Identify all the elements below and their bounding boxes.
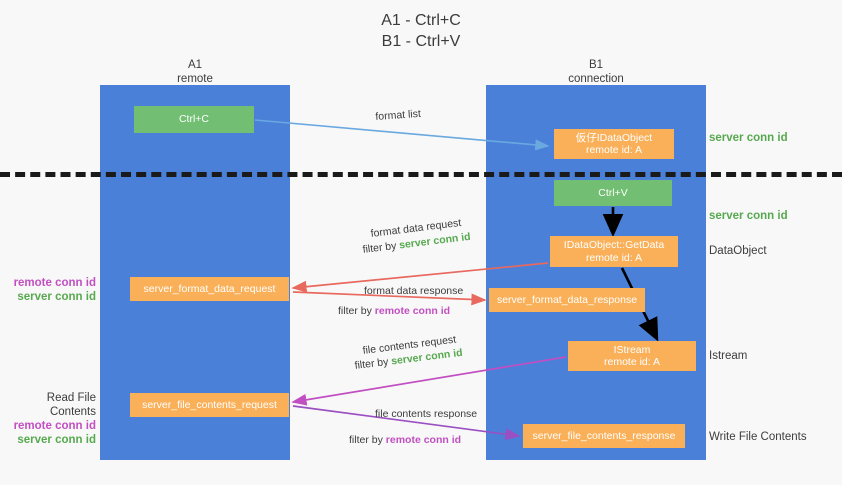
diagram-title: A1 - Ctrl+C B1 - Ctrl+V [381,12,461,50]
node-istream[interactable]: IStream remote id: A [568,341,696,371]
annotation-remote-conn-id: remote conn id [13,277,96,289]
node-server-file-contents-request[interactable]: server_file_contents_request [130,393,289,417]
node-server-format-data-request[interactable]: server_format_data_request [130,277,289,301]
filter-prefix: filter by [338,305,375,317]
edge-label-file-contents-response: file contents response [375,408,478,420]
filter-prefix: filter by [349,434,386,446]
node-ctrl-c[interactable]: Ctrl+C [134,106,254,133]
edge-label-format-data-response: format data response [364,285,464,297]
node-idataobject-getdata[interactable]: IDataObject::GetData remote id: A [550,236,678,267]
annotation-conn-pair: remote conn id server conn id [2,276,96,304]
node-server-format-data-response[interactable]: server_format_data_response [489,288,645,312]
annotation-server-conn-id: server conn id [17,291,96,303]
node-server-file-contents-response[interactable]: server_file_contents_response [523,424,685,448]
edge-label-format-list: format list [375,107,422,123]
annotation-read-file-heading: Read File Contents [46,392,96,418]
filter-key-remote-conn-id: remote conn id [374,305,451,317]
node-ctrl-v[interactable]: Ctrl+V [554,180,672,206]
annotation-write-file-contents: Write File Contents [709,431,807,443]
annotation-istream: Istream [709,350,748,362]
annotation-read-remote-conn-id: remote conn id [13,420,96,432]
column-header-b1: B1 connection [568,59,624,85]
phase-divider [0,172,842,177]
annotation-read-file-contents: Read File Contents remote conn id server… [2,391,96,447]
edge-label-format-data-response-filter: filter by remote conn id [338,305,450,318]
annotation-read-server-conn-id: server conn id [17,434,96,446]
annotation-server-conn-id-mid: server conn id [709,210,788,222]
edge-label-file-contents-response-filter: filter by remote conn id [349,434,461,447]
annotation-dataobject: DataObject [709,245,767,257]
node-temp-idataobject[interactable]: 仮仔IDataObject remote id: A [554,129,674,159]
filter-prefix: filter by [354,355,392,372]
filter-key-remote-conn-id: remote conn id [385,434,462,446]
column-header-a1: A1 remote [177,59,213,85]
annotation-server-conn-id-top: server conn id [709,132,788,144]
filter-prefix: filter by [362,239,400,256]
